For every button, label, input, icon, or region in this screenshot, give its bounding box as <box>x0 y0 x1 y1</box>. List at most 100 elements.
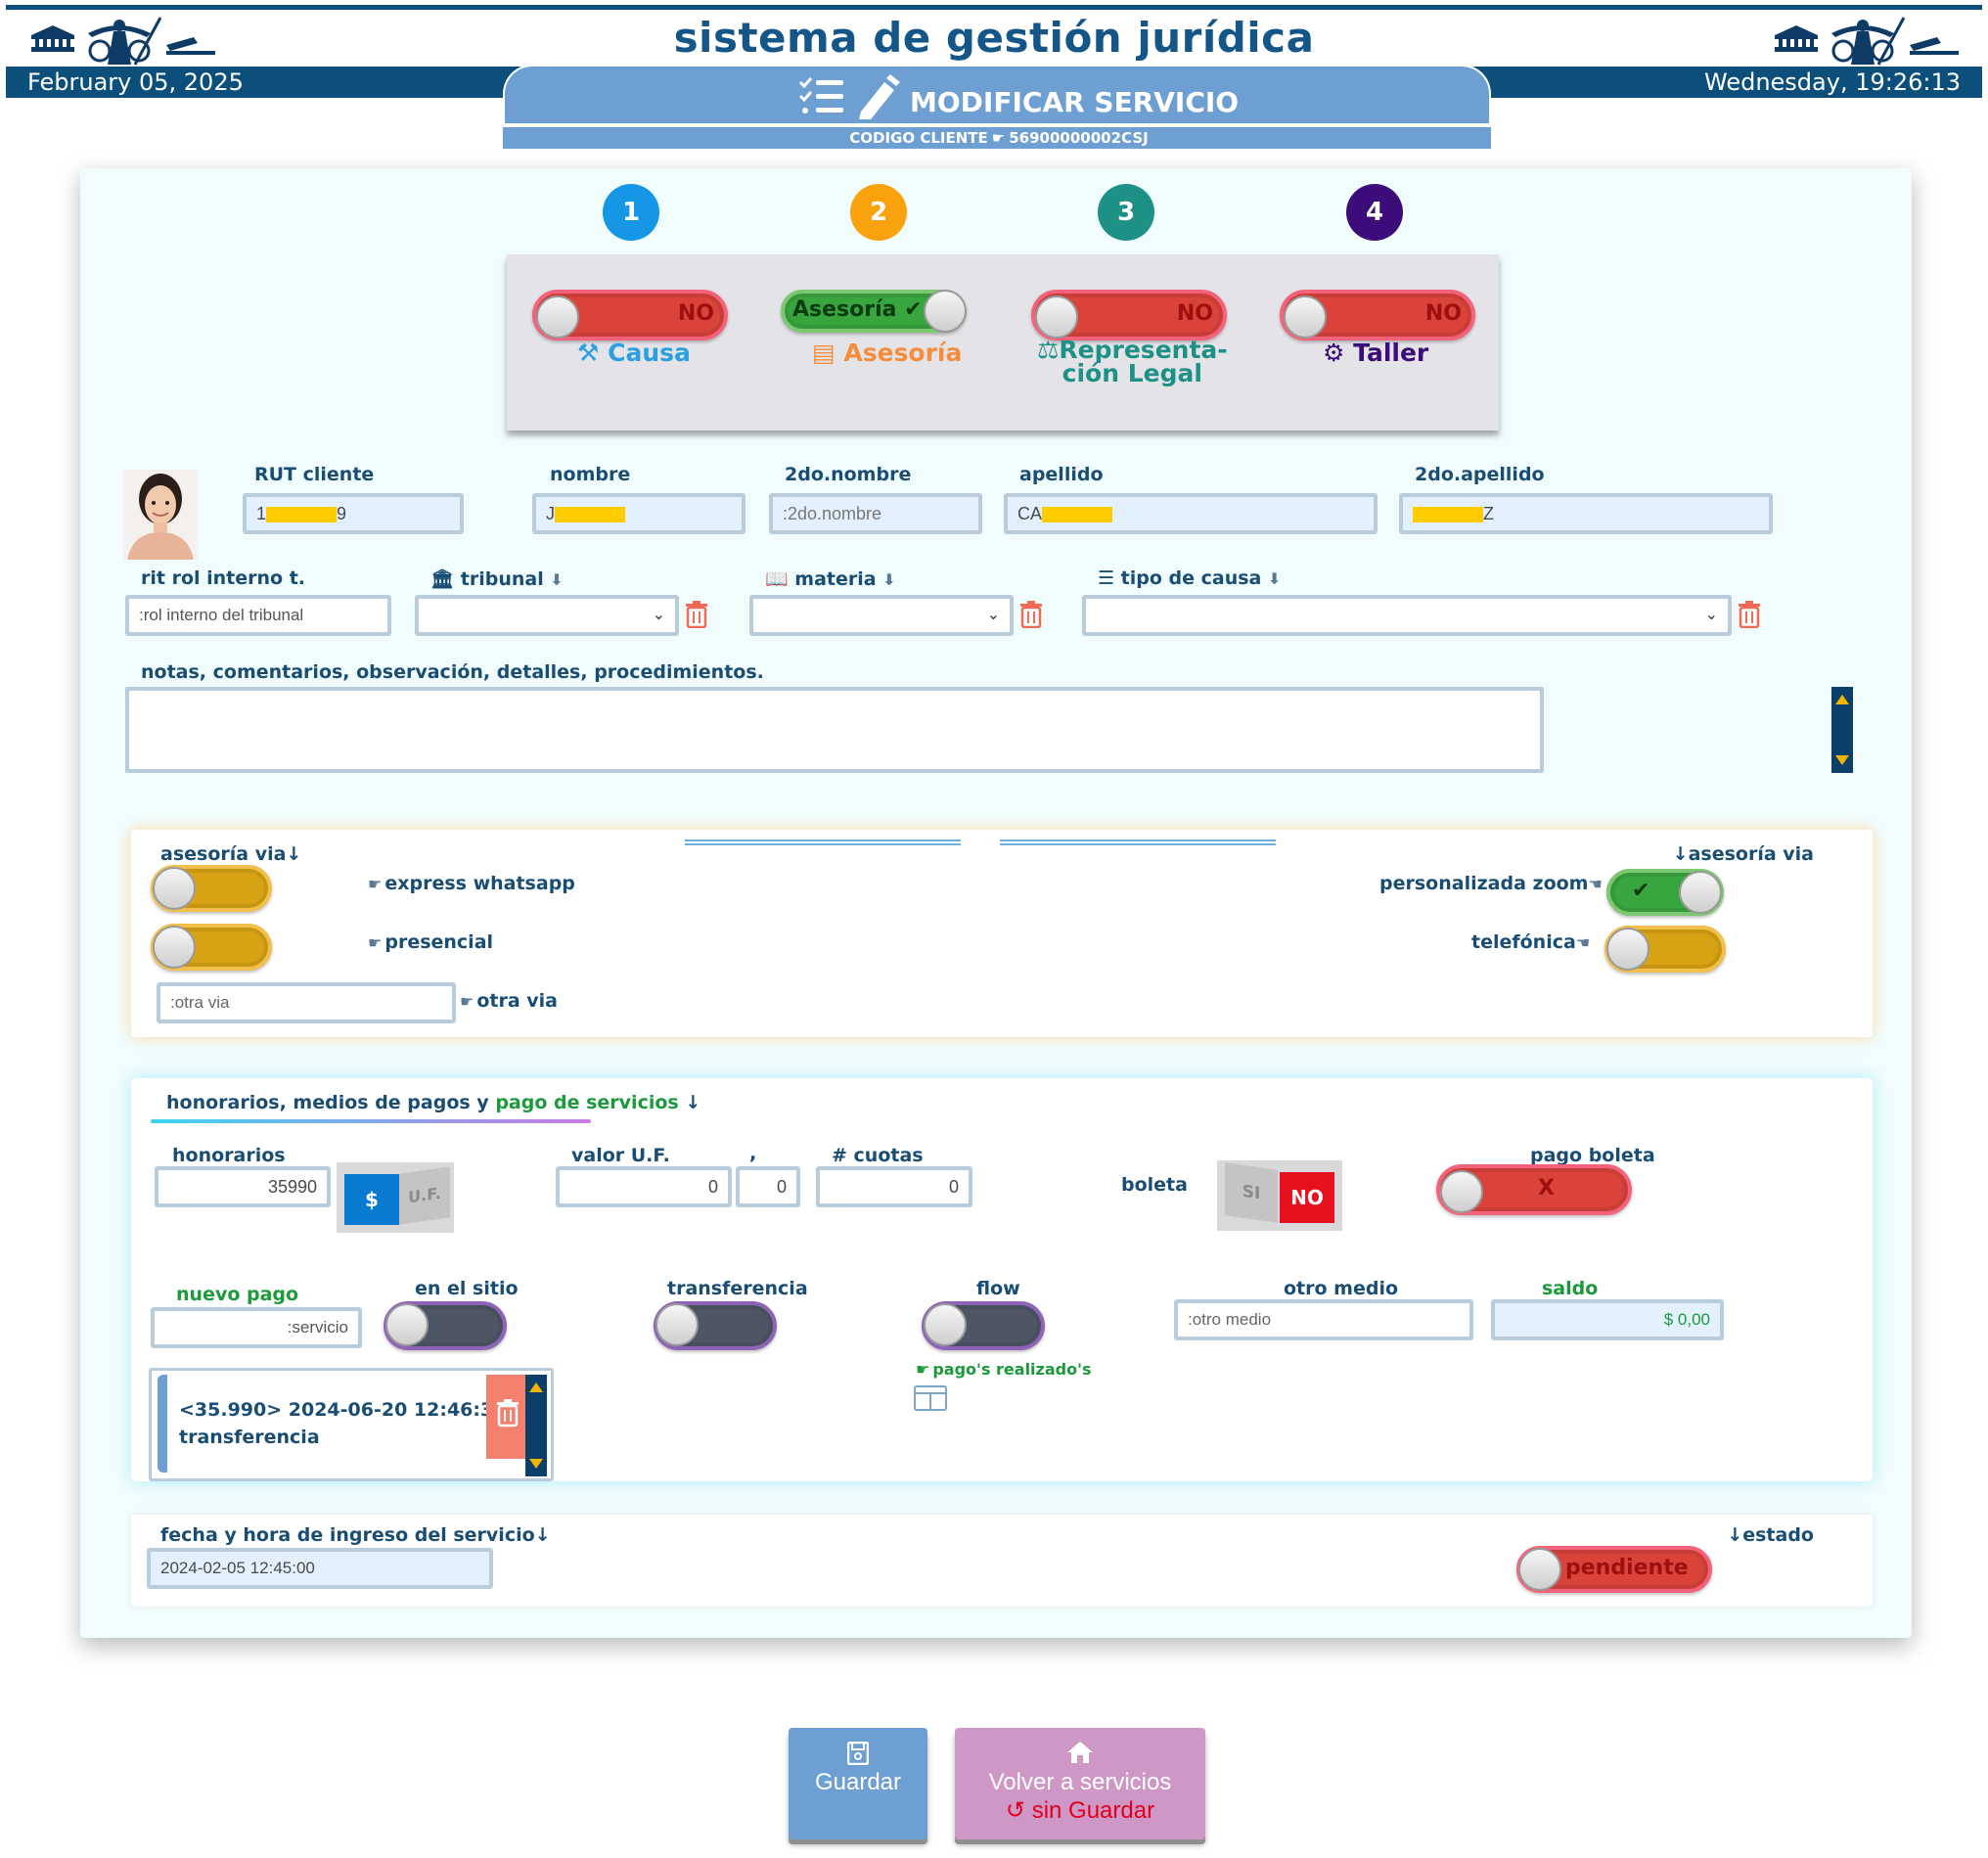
scroll-down-icon[interactable] <box>529 1459 543 1469</box>
otra-via-input[interactable]: :otra via <box>157 982 456 1023</box>
current-date: February 05, 2025 <box>27 68 244 96</box>
boleta-label: boleta <box>1121 1174 1188 1196</box>
chevron-down-icon: ⌄ <box>652 605 665 623</box>
rit-label: rit rol interno t. <box>141 567 306 589</box>
materia-label: 📖 materia ⬇ <box>765 568 896 590</box>
pago-boleta-toggle[interactable]: X <box>1436 1164 1632 1215</box>
arrow-down-icon: ↓ <box>534 1524 551 1546</box>
transferencia-toggle[interactable] <box>654 1301 777 1350</box>
currency-uf-option[interactable]: U.F. <box>399 1166 450 1225</box>
scroll-up-icon[interactable] <box>529 1382 543 1392</box>
causa-toggle[interactable]: NO <box>532 290 728 340</box>
service-type-selector: NO ⚒ Causa Asesoría ✔ ▤ Asesoría NO ⚖Rep… <box>507 254 1499 431</box>
ingreso-datetime-input[interactable]: 2024-02-05 12:45:00 <box>147 1548 493 1589</box>
hand-right-icon: ☛ <box>991 129 1006 147</box>
chevron-down-icon: ⌄ <box>986 605 1000 623</box>
presencial-label: ☛presencial <box>368 931 494 953</box>
floppy-disk-icon <box>847 1742 869 1765</box>
tipo-causa-label: ☰ tipo de causa ⬇ <box>1098 567 1282 589</box>
save-button[interactable]: Guardar <box>789 1728 927 1839</box>
courthouse-icon: 🏛 <box>430 568 455 590</box>
otro-medio-label: otro medio <box>1284 1278 1399 1299</box>
asesoria-via-section: asesoría via↓ ↓asesoría via ☛express wha… <box>131 830 1873 1037</box>
boleta-selector[interactable]: SI NO <box>1217 1160 1342 1231</box>
page-header-tab: MODIFICAR SERVICIO <box>503 65 1491 123</box>
save-button-label: Guardar <box>814 1769 902 1795</box>
en-el-sitio-toggle[interactable] <box>384 1301 507 1350</box>
arrow-down-icon: ↓ <box>1672 843 1689 865</box>
toggle-knob <box>1035 295 1078 339</box>
causa-label: ⚒ Causa <box>577 339 691 367</box>
boleta-no-option[interactable]: NO <box>1280 1172 1334 1223</box>
apellido-label: apellido <box>1019 464 1104 485</box>
telefonica-label: telefónica☚ <box>1471 931 1591 953</box>
list-icon: ☰ <box>1098 567 1115 589</box>
zoom-toggle[interactable]: ✔ <box>1606 869 1724 916</box>
delete-payment-button[interactable] <box>486 1375 529 1459</box>
uf-decimal-input[interactable]: 0 <box>736 1166 800 1207</box>
telefonica-toggle[interactable] <box>1604 926 1726 973</box>
nombre-input[interactable]: J <box>532 493 746 534</box>
pin-icon: ⬇ <box>1268 569 1282 588</box>
estado-toggle[interactable]: pendiente <box>1516 1546 1712 1593</box>
taller-toggle[interactable]: NO <box>1280 290 1475 340</box>
trash-icon[interactable] <box>1738 601 1761 628</box>
toggle-knob <box>385 1303 429 1346</box>
toggle-state: pendiente <box>1565 1556 1689 1580</box>
uf-decimal-label: , <box>749 1143 757 1164</box>
redacted-text <box>1413 507 1483 523</box>
flow-toggle[interactable] <box>922 1301 1045 1350</box>
payment-record-text: <35.990> 2024-06-20 12:46:36 transferenc… <box>179 1399 507 1448</box>
arrow-down-icon: ↓ <box>685 1092 701 1113</box>
payments-section: honorarios, medios de pagos y pago de se… <box>131 1078 1873 1481</box>
honorarios-input[interactable]: 35990 <box>155 1166 331 1207</box>
payments-list: <35.990> 2024-06-20 12:46:36 transferenc… <box>149 1368 554 1481</box>
payments-scrollbar[interactable] <box>525 1375 547 1476</box>
tipo-causa-select[interactable]: ⌄ <box>1082 595 1732 636</box>
toggle-state: NO <box>1424 301 1462 326</box>
receipt-icon[interactable] <box>914 1385 947 1411</box>
otro-medio-input[interactable]: :otro medio <box>1174 1299 1473 1340</box>
justice-logo-icon <box>1775 17 1959 66</box>
nuevo-pago-input[interactable]: :servicio <box>151 1307 362 1348</box>
asesoria-toggle[interactable]: Asesoría ✔ <box>781 290 967 333</box>
asesoria-via-label-right: ↓asesoría via <box>1672 843 1814 865</box>
toggle-knob <box>1518 1548 1561 1591</box>
nuevo-pago-label: nuevo pago <box>176 1284 299 1305</box>
step-2-badge: 2 <box>850 184 907 241</box>
uf-input[interactable]: 0 <box>556 1166 732 1207</box>
notes-textarea[interactable] <box>125 687 1544 773</box>
representacion-toggle[interactable]: NO <box>1031 290 1227 340</box>
materia-select[interactable]: ⌄ <box>749 595 1014 636</box>
notes-scrollbar[interactable] <box>1831 687 1853 773</box>
boleta-si-option[interactable]: SI <box>1225 1162 1278 1223</box>
express-whatsapp-toggle[interactable] <box>151 865 272 912</box>
presencial-toggle[interactable] <box>151 924 272 971</box>
toggle-knob <box>1606 928 1649 971</box>
back-button-sublabel: ↺ sin Guardar <box>1005 1797 1155 1824</box>
toggle-knob <box>1284 295 1327 339</box>
saldo-output: $ 0,00 <box>1491 1299 1724 1340</box>
scroll-up-icon[interactable] <box>1835 695 1849 704</box>
nombre2-input[interactable]: :2do.nombre <box>769 493 982 534</box>
scroll-down-icon[interactable] <box>1835 755 1849 765</box>
cuotas-input[interactable]: 0 <box>816 1166 972 1207</box>
redacted-text <box>1042 507 1113 523</box>
title-underline <box>151 1119 591 1123</box>
apellido-input[interactable]: CA <box>1004 493 1378 534</box>
currency-selector[interactable]: $ U.F. <box>337 1162 454 1233</box>
pin-icon: ⬇ <box>882 570 896 589</box>
currency-peso-option[interactable]: $ <box>344 1174 399 1225</box>
transferencia-label: transferencia <box>667 1278 808 1299</box>
trash-icon[interactable] <box>685 601 708 628</box>
apellido2-input[interactable]: Z <box>1399 493 1773 534</box>
trash-icon[interactable] <box>1019 601 1043 628</box>
nombre2-label: 2do.nombre <box>785 464 912 485</box>
back-without-saving-button[interactable]: Volver a servicios ↺ sin Guardar <box>955 1728 1205 1839</box>
toggle-knob <box>153 867 196 910</box>
flow-label: flow <box>976 1278 1020 1299</box>
check-icon: ✔ <box>1632 879 1650 903</box>
rit-input[interactable]: :rol interno del tribunal <box>125 595 391 636</box>
tribunal-select[interactable]: ⌄ <box>415 595 679 636</box>
